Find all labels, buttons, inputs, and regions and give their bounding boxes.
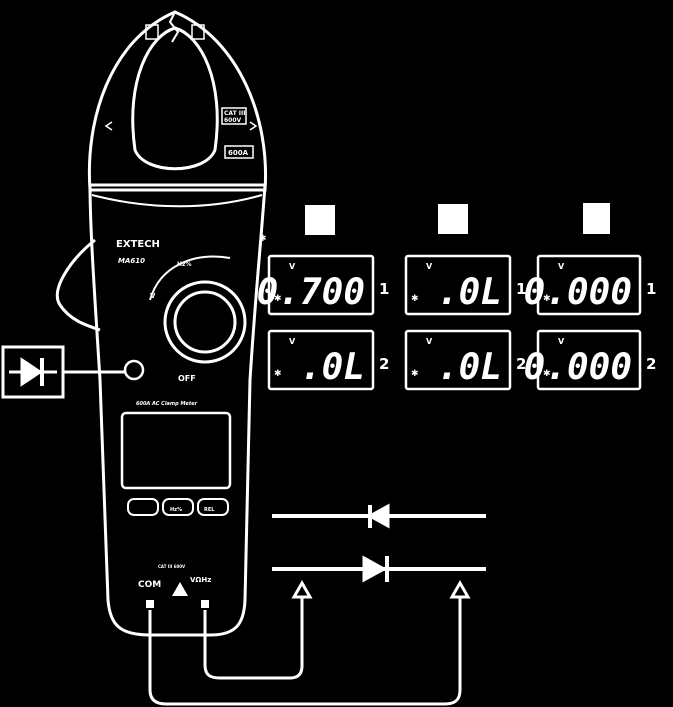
dial-hz-label: Hz% [177, 261, 192, 268]
current-rating-box [224, 145, 254, 159]
lcd-panel: V ✱0.700 1 [257, 254, 389, 316]
meter-brand: EXTECH [116, 239, 160, 250]
warning-triangle-icon [172, 582, 188, 596]
lcd-unit: V [426, 337, 433, 346]
dial-v-label: V [150, 292, 156, 300]
lcd-value: .0L [437, 347, 502, 388]
lcd-value: 0.700 [257, 272, 365, 313]
cat-rating-2: 600V [224, 117, 242, 124]
lcd-frame [404, 254, 512, 316]
lcd-value: 0.000 [524, 347, 632, 388]
lcd-value: 0.000 [524, 272, 632, 313]
lcd-star-icon: ✱ [274, 369, 282, 379]
lcd-panel: V ✱ .0L 2 [404, 329, 526, 391]
dial-off-label: OFF [178, 374, 196, 383]
jaw-marker-right-icon [249, 121, 258, 131]
rotary-dial-ring[interactable] [163, 280, 247, 364]
lcd-frame [267, 329, 375, 391]
lcd-panel: V ✱0.000 2 [524, 329, 656, 391]
lcd-frame [404, 329, 512, 391]
lcd-index: 1 [379, 280, 389, 298]
lcd-index: 1 [646, 280, 656, 298]
lcd-unit: V [289, 337, 296, 346]
meter-button-hz[interactable] [162, 498, 194, 516]
lcd-index: 1 [516, 280, 526, 298]
lcd-unit: V [426, 262, 433, 271]
lcd-panel: V ✱ .0L 2 [267, 329, 389, 391]
meter-lcd [120, 411, 232, 490]
lcd-index: 2 [379, 355, 389, 373]
lcd-index: 2 [516, 355, 526, 373]
meter-button-hold[interactable] [127, 498, 159, 516]
diode-circuit-forward [272, 555, 486, 583]
status-square-3 [583, 203, 610, 234]
status-square-1 [305, 205, 335, 235]
lcd-star-icon: ✱ [543, 294, 551, 304]
function-button[interactable] [123, 359, 145, 381]
lcd-star-icon: ✱ [411, 294, 419, 304]
lcd-star-icon: ✱ [274, 294, 282, 304]
v-jack [201, 600, 209, 608]
jaw-marker-left-icon [104, 121, 113, 131]
sun-icon: ✱ [259, 234, 267, 244]
cat-rating-1: CAT III [224, 110, 245, 117]
rotary-dial-arc [149, 255, 231, 301]
lcd-value: .0L [300, 347, 365, 388]
button-rel-label: REL [204, 507, 215, 513]
port-rating-label: CAT III 600V [158, 564, 186, 569]
clamp-jaw-opening [131, 26, 219, 171]
current-rating: 600A [228, 149, 249, 157]
lcd-frame [267, 254, 375, 316]
lcd-panel: V ✱ .0L 1 [404, 254, 526, 316]
lcd-star-icon: ✱ [543, 369, 551, 379]
status-square-2 [438, 204, 468, 234]
clamp-jaw-outer [87, 10, 268, 192]
meter-body [88, 183, 267, 637]
port-v-label: VΩHz [190, 576, 211, 584]
hazard-icon-right [191, 24, 205, 40]
lead-black [148, 596, 462, 706]
lcd-index: 2 [646, 355, 656, 373]
hazard-icon-left [145, 24, 159, 40]
diode-function-box [1, 345, 126, 399]
diode-icon [20, 357, 43, 387]
button-hz-label: Hz% [170, 507, 182, 513]
lcd-panel: V ✱0.000 1 [524, 254, 656, 316]
diode-circuit-reverse [272, 503, 486, 529]
clamp-meter [55, 10, 268, 637]
lcd-frame [536, 329, 642, 391]
rotary-dial-knob[interactable] [173, 290, 237, 354]
port-com-label: COM [138, 580, 161, 590]
lcd-unit: V [558, 262, 565, 271]
com-jack [146, 600, 154, 608]
lead-red [203, 596, 304, 680]
meter-model: MA610 [118, 257, 145, 265]
meter-description: 600A AC Clamp Meter [136, 401, 198, 407]
lcd-star-icon: ✱ [411, 369, 419, 379]
cat-rating-box [221, 107, 247, 125]
body-shoulder [91, 194, 263, 208]
lcd-unit: V [558, 337, 565, 346]
jaw-trigger [55, 238, 101, 332]
test-leads [148, 579, 471, 706]
lcd-value: .0L [437, 272, 502, 313]
meter-button-rel[interactable] [197, 498, 229, 516]
lcd-frame [536, 254, 642, 316]
jaw-split [168, 11, 180, 43]
lcd-unit: V [289, 262, 296, 271]
